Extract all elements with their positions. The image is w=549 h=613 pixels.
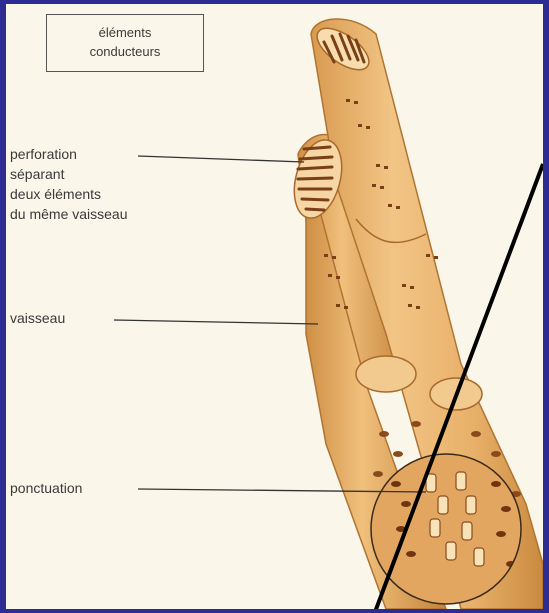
vessel-illustration [6, 4, 543, 609]
leader-line-perforation [138, 156, 304, 162]
leader-line-vaisseau [114, 320, 318, 324]
label-perforation-3: deux éléments [10, 184, 101, 204]
label-perforation-1: perforation [10, 144, 77, 164]
label-vaisseau: vaisseau [10, 308, 65, 328]
label-perforation-2: séparant [10, 164, 64, 184]
label-ponctuation: ponctuation [10, 478, 82, 498]
diagram-panel: éléments conducteurs perforation séparan… [6, 4, 543, 609]
label-perforation-4: du même vaisseau [10, 204, 128, 224]
title-line-2: conducteurs [47, 42, 203, 61]
title-line-1: éléments [47, 23, 203, 42]
vessel-opening-left [356, 356, 416, 392]
title-box: éléments conducteurs [46, 14, 204, 72]
